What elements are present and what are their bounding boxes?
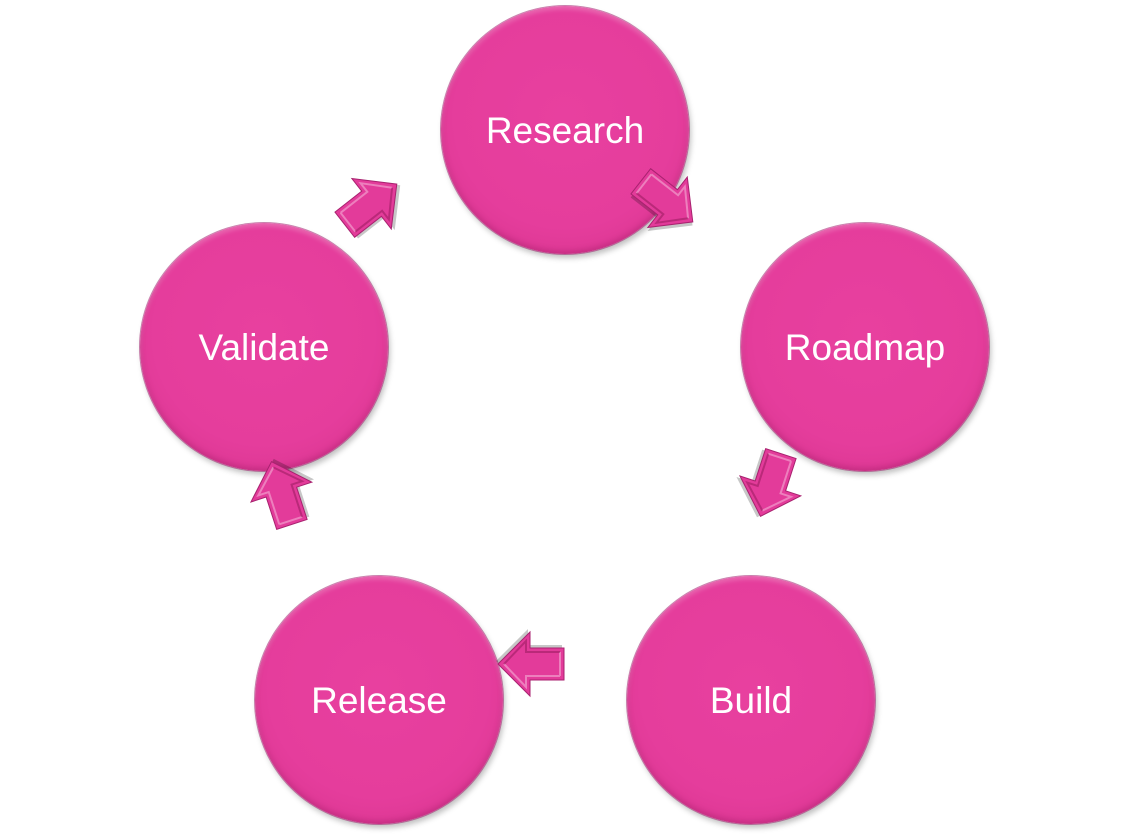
node-release: Release bbox=[255, 576, 503, 824]
arrow-icon bbox=[496, 629, 565, 698]
arrow-icon bbox=[334, 177, 401, 239]
arrow-icon bbox=[249, 458, 315, 531]
arrow-icon bbox=[736, 447, 803, 518]
node-label-roadmap: Roadmap bbox=[784, 326, 946, 368]
node-label-validate: Validate bbox=[198, 326, 330, 368]
node-label-release: Release bbox=[311, 679, 447, 721]
node-validate: Validate bbox=[140, 223, 388, 471]
node-roadmap: Roadmap bbox=[741, 223, 989, 471]
node-label-research: Research bbox=[485, 109, 645, 151]
arrow-icon bbox=[630, 167, 694, 232]
node-label-build: Build bbox=[709, 679, 793, 721]
node-research: Research bbox=[441, 6, 689, 254]
node-build: Build bbox=[627, 576, 875, 824]
